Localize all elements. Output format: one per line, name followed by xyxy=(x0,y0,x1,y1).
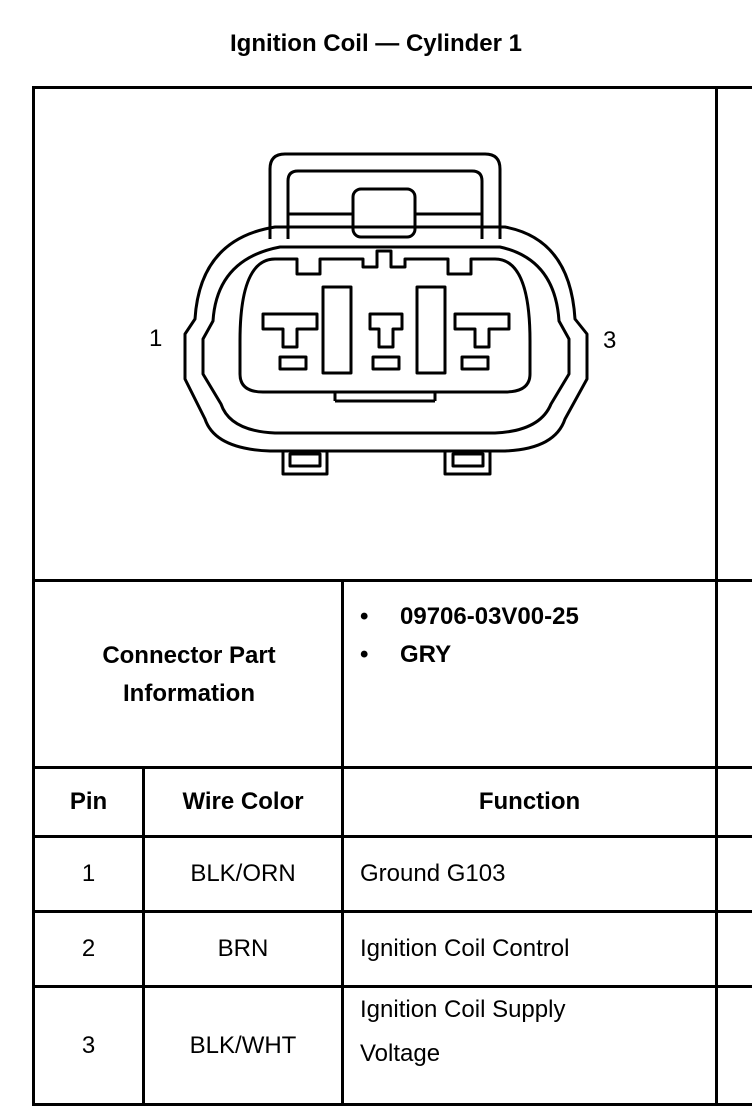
divider-diagram-bottom xyxy=(32,579,752,582)
row-2-pin: 2 xyxy=(81,935,96,962)
row-2-function: Ignition Coil Control xyxy=(360,935,570,962)
page-title: Ignition Coil — Cylinder 1 xyxy=(229,30,522,57)
row-1-pin: 1 xyxy=(81,860,96,887)
connector-info-list: • 09706-03V00-25 • GRY xyxy=(360,598,579,674)
row-3-wire-color: BLK/WHT xyxy=(189,1031,297,1059)
terminal-slot-right xyxy=(415,285,447,375)
connector-color: GRY xyxy=(400,641,452,668)
row-3-function: Ignition Coil Supply Voltage xyxy=(344,988,715,1103)
header-pin: Pin xyxy=(69,788,108,815)
header-function: Function xyxy=(478,788,581,815)
connector-part-number: 09706-03V00-25 xyxy=(400,603,579,630)
bottom-tab-left xyxy=(281,451,329,476)
connector-info-label-line-1: Connector Part xyxy=(102,642,276,669)
row-1-wire-color: BLK/ORN xyxy=(190,860,296,887)
latch-button xyxy=(351,187,417,239)
connector-housing-outer xyxy=(183,225,589,453)
row-3-pin: 3 xyxy=(81,1031,96,1059)
row-3-function-line-2: Voltage xyxy=(360,1040,441,1067)
pin-3-marker xyxy=(460,355,490,371)
connector-diagram: 1 3 xyxy=(35,89,715,579)
table-frame-right-edge xyxy=(715,86,718,1106)
bottom-tab-right xyxy=(443,451,492,476)
divider-header-bottom xyxy=(32,835,752,838)
connector-info-item: • GRY xyxy=(360,636,579,674)
connector-face-drawing xyxy=(183,152,589,476)
pin-3-label: 3 xyxy=(603,327,617,354)
terminal-slot-left xyxy=(321,285,353,375)
connector-info-label-line-2: Information xyxy=(123,680,255,707)
row-3-function-line-1: Ignition Coil Supply xyxy=(360,996,566,1023)
header-wire-color: Wire Color xyxy=(182,788,304,815)
divider-info-bottom xyxy=(32,766,752,769)
pin-1-terminal xyxy=(261,312,319,349)
connector-housing-inner xyxy=(201,245,571,435)
connector-info-label: Connector Part Information xyxy=(35,583,343,767)
bullet-icon: • xyxy=(360,641,369,668)
connector-latch xyxy=(268,152,502,239)
row-1-function: Ground G103 xyxy=(360,860,506,887)
connector-info-item: • 09706-03V00-25 xyxy=(360,598,579,636)
pin-1-label: 1 xyxy=(149,325,163,352)
row-2-wire-color: BRN xyxy=(217,935,269,962)
terminal-cavity xyxy=(238,249,532,394)
divider-row-1-bottom xyxy=(32,910,752,913)
divider-row-2-bottom xyxy=(32,985,752,988)
table-frame xyxy=(32,86,752,1106)
pin-3-terminal xyxy=(453,312,511,349)
pin-2-terminal xyxy=(368,312,404,349)
pin-2-marker xyxy=(371,355,401,371)
pin-1-marker xyxy=(278,355,308,371)
connector-latch-inner xyxy=(286,169,484,239)
divider-pin-column xyxy=(142,766,145,1106)
divider-info-column xyxy=(341,579,344,1106)
bullet-icon: • xyxy=(360,603,369,630)
